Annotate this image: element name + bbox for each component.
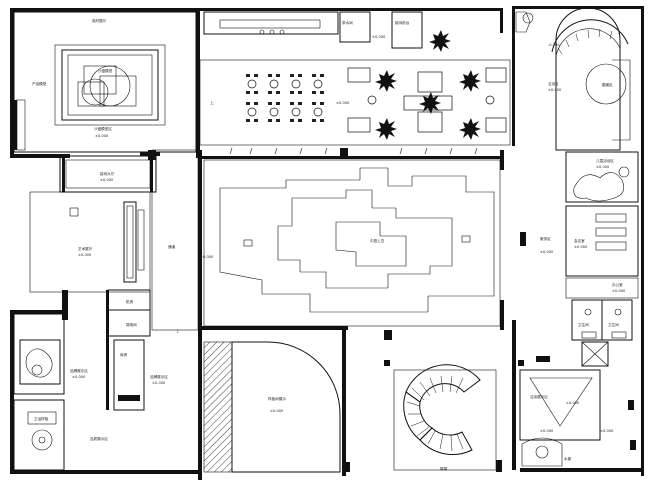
room-label: 品牌展示区 <box>70 368 88 373</box>
room-label: 中庭上空 <box>370 238 385 243</box>
room-label: 通道 <box>168 244 176 249</box>
room-label: 卫浴样板 <box>34 416 49 421</box>
level-mark: ±0.000 <box>566 401 580 405</box>
central-void: 中庭上空 ±0.000 <box>200 159 501 327</box>
room-label: 艺术展厅 <box>78 246 93 251</box>
room-label: 品牌展示区 <box>150 374 168 379</box>
level-mark: ±0.000 <box>574 245 588 249</box>
room-label: 儿童活动区 <box>596 158 614 163</box>
outer-walls <box>10 6 644 480</box>
room-label: 临时展厅 <box>92 18 107 23</box>
up-mark: 上 <box>176 328 180 333</box>
level-mark: ±0.000 <box>596 165 610 169</box>
top-center: 茶水间 接待前台 ±0.000 上 <box>199 11 511 159</box>
model-room: 沙盘模型 沙盘模型区 ±0.000 临时展厅 产品模型 <box>13 11 197 160</box>
room-label: 会议室 <box>574 238 585 243</box>
room-label: 接待大厅 <box>100 171 115 176</box>
room-label: 产品模型 <box>32 81 47 86</box>
room-label: 洽谈区 <box>548 81 559 86</box>
room-label: 机房 <box>126 299 134 304</box>
level-mark: ±0.000 <box>72 375 86 379</box>
level-mark: ±0.000 <box>100 178 114 182</box>
room-label: 水景 <box>564 456 572 461</box>
planter-icon <box>375 30 481 140</box>
left-lower-area: 机房 弱电间 库房 品牌展示区 ±0.000 卫浴样板 品牌展示区 ±0.000… <box>13 289 180 471</box>
room-label: 样板间展示 <box>268 396 286 401</box>
lounge-sofas <box>347 67 507 133</box>
level-mark: ±0.000 <box>78 253 92 257</box>
up-mark: 上 <box>210 100 214 105</box>
level-mark: ±0.000 <box>612 289 626 293</box>
room-label: 接待前台 <box>395 20 410 25</box>
room-label: 沙盘模型 <box>98 68 113 73</box>
level-mark: -0.300 <box>548 43 560 47</box>
room-label: 库房 <box>120 352 128 357</box>
room-label: 圆桌区 <box>602 82 613 87</box>
right-column: 洽谈区 ±0.000 -0.300 圆桌区 儿童活动区 ±0.000 会议室 ±… <box>512 7 639 470</box>
room-label: 品质展示区 <box>90 436 108 441</box>
level-mark: ±0.000 <box>152 381 166 385</box>
level-mark: ±0.000 <box>200 255 214 259</box>
room-label: 楼梯 <box>440 466 448 471</box>
room-label: 洽谈展示区 <box>530 394 548 399</box>
level-mark: ±0.000 <box>270 409 284 413</box>
level-mark: ±0.000 <box>600 429 614 433</box>
level-mark: ±0.000 <box>336 101 350 105</box>
entrance-hall: 接待大厅 ±0.000 艺术展厅 ±0.000 通道 <box>29 149 199 331</box>
dining-sets: ±0.000 <box>246 74 350 122</box>
level-mark: ±0.000 <box>540 250 554 254</box>
bottom-center: 样板间展示 ±0.000 楼梯 <box>203 330 502 473</box>
room-label: 弱电间 <box>126 322 137 327</box>
grass-strip <box>229 147 478 155</box>
room-label: 办公室 <box>612 282 623 287</box>
room-label: 茶水间 <box>342 20 353 25</box>
room-label: 卫生间 <box>578 322 589 327</box>
level-mark: ±0.000 <box>540 429 554 433</box>
room-label: 卫生间 <box>608 322 619 327</box>
level-mark: ±0.000 <box>372 35 386 39</box>
room-label: 服务区 <box>540 236 551 241</box>
level-mark: ±0.000 <box>548 88 562 92</box>
level-mark: ±0.000 <box>95 134 109 138</box>
room-label: 沙盘模型区 <box>94 126 112 131</box>
